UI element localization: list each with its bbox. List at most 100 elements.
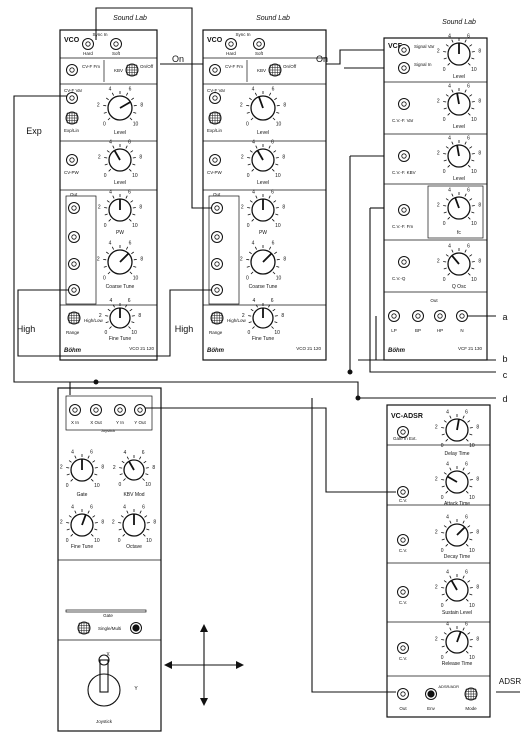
exp-lin-switch[interactable] <box>65 111 79 125</box>
exp-lin-switch[interactable] <box>208 111 222 125</box>
adsr-cv4-jack[interactable] <box>397 642 409 654</box>
adsr-gate-in-jack[interactable] <box>397 426 409 438</box>
adsr-out-jack[interactable] <box>397 688 409 700</box>
knob-scale-label: 6 <box>271 139 274 145</box>
maker-logo: Böhm <box>207 348 225 354</box>
joystick-yout-jack[interactable] <box>134 404 146 416</box>
cv-f-var-jack[interactable] <box>209 92 221 104</box>
knob-scale-label: 0 <box>247 173 250 179</box>
range-switch[interactable] <box>210 311 224 325</box>
out-saw-jack[interactable] <box>68 231 80 243</box>
range-label: Range <box>209 330 223 335</box>
range-switch[interactable] <box>67 311 81 325</box>
adsr-release-label: Release Time <box>442 661 473 667</box>
knob-scale-label: 8 <box>476 425 479 431</box>
knob-scale-label: 4 <box>252 189 255 195</box>
adsr-cv1-jack[interactable] <box>397 486 409 498</box>
knob-scale-label: 6 <box>465 409 468 415</box>
out-sine-jack[interactable] <box>68 284 80 296</box>
knob-scale-label: 4 <box>448 83 451 89</box>
joystick-yin-jack[interactable] <box>114 404 126 416</box>
knob-scale-label: 8 <box>139 155 142 161</box>
adsr-cv2-jack[interactable] <box>397 534 409 546</box>
cv-fm-jack[interactable] <box>66 64 78 76</box>
vcf-bp-jack[interactable] <box>412 310 424 322</box>
joystick-xin-jack[interactable] <box>69 404 81 416</box>
vcf-signal-var-jack[interactable] <box>398 44 410 56</box>
adsr-env-jack[interactable] <box>425 688 437 700</box>
adsr-mode-switch[interactable] <box>464 687 478 701</box>
kbv-switch[interactable] <box>125 63 139 77</box>
vcf-cvq-jack[interactable] <box>398 256 410 268</box>
out-tri-jack[interactable] <box>68 258 80 270</box>
knob-scale-label: 8 <box>476 530 479 536</box>
out-tri-jack[interactable] <box>211 258 223 270</box>
adsr-cv4-label: C.V. <box>399 656 407 661</box>
vcf-cvf-kbv-jack[interactable] <box>398 150 410 162</box>
knob-scale-label: 4 <box>448 243 451 249</box>
joystick-gate-jack[interactable] <box>130 622 142 634</box>
vcf-signal-in-jack[interactable] <box>398 62 410 74</box>
knob-scale-label: 10 <box>132 173 138 179</box>
sync-soft-jack[interactable] <box>110 38 122 50</box>
out-pulse-jack[interactable] <box>211 202 223 214</box>
adsr-panel <box>386 404 491 718</box>
sync-soft-jack[interactable] <box>253 38 265 50</box>
cv-f-var-jack[interactable] <box>66 92 78 104</box>
knob-scale-label: 10 <box>276 276 282 282</box>
vcf-cvf-fm-jack[interactable] <box>398 204 410 216</box>
joystick-xout-jack[interactable] <box>90 404 102 416</box>
vcf-lp-jack[interactable] <box>388 310 400 322</box>
adsr-cv3-jack[interactable] <box>397 586 409 598</box>
out-sine-jack[interactable] <box>211 284 223 296</box>
vcf-signal-var-label: Signal Var <box>414 44 435 49</box>
knob-scale-label: 0 <box>443 67 446 73</box>
cv-pw-jack[interactable] <box>209 154 221 166</box>
sync-hard-jack[interactable] <box>225 38 237 50</box>
vcf-n-jack[interactable] <box>456 310 468 322</box>
maker-logo: Böhm <box>64 348 82 354</box>
label-b: b <box>502 354 507 364</box>
sync-hard-jack[interactable] <box>82 38 94 50</box>
joystick-x-label: X <box>106 652 110 658</box>
knob-scale-label: 0 <box>103 276 106 282</box>
adsr-delay-label: Delay Time <box>444 451 469 457</box>
cv-pw-jack[interactable] <box>66 154 78 166</box>
vcf-hp-jack[interactable] <box>434 310 446 322</box>
joystick-stick-icon <box>87 654 121 707</box>
vcf-cvf-var-jack[interactable] <box>398 98 410 110</box>
module-title: VCO <box>207 37 223 44</box>
cv-fm-jack[interactable] <box>209 64 221 76</box>
knob-scale-label: 10 <box>471 117 477 123</box>
kbv-switch[interactable] <box>268 63 282 77</box>
out-saw-jack[interactable] <box>211 231 223 243</box>
out-pulse-jack[interactable] <box>68 202 80 214</box>
level-label: Level <box>257 130 269 136</box>
joystick-single-multi-switch[interactable] <box>77 621 91 635</box>
